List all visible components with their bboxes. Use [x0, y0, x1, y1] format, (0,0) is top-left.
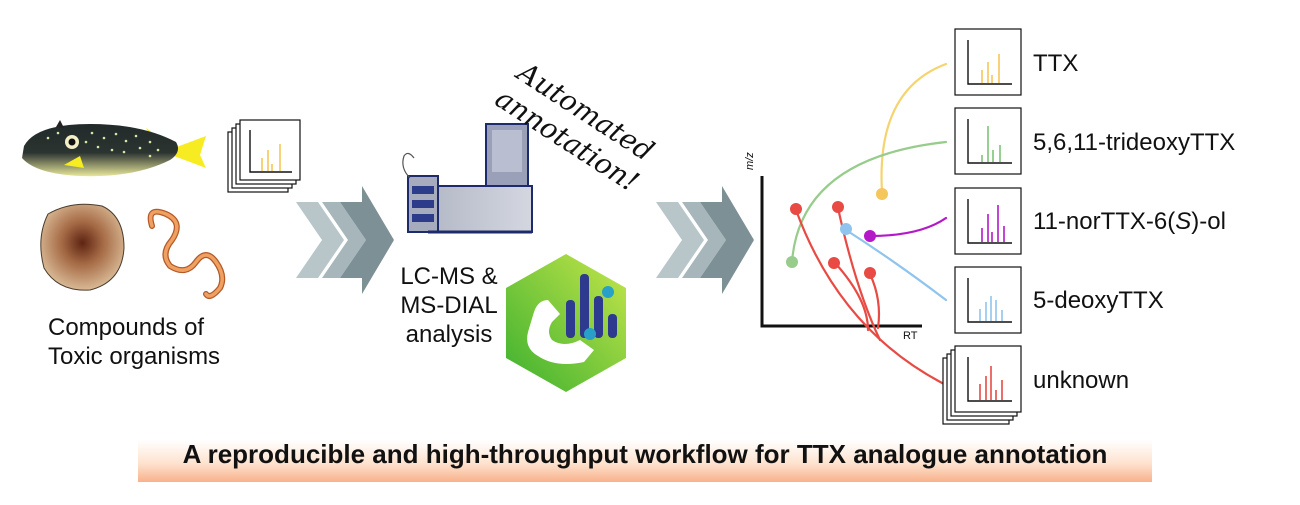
compound-label-deoxyttx: 5-deoxyTTX	[1033, 287, 1164, 314]
curve-norttx	[868, 216, 948, 238]
norttx-suffix: )-ol	[1191, 208, 1226, 235]
point-unknown-4	[864, 267, 876, 279]
annotation-curves	[790, 62, 948, 386]
norttx-italic: S	[1175, 208, 1192, 235]
organisms-label: Compounds of Toxic organisms	[48, 313, 220, 371]
organisms-label-line1: Compounds of	[48, 314, 205, 341]
feature-points	[786, 188, 888, 279]
point-unknown-3	[828, 257, 840, 269]
point-unknown-1	[790, 203, 802, 215]
process-arrow-2	[656, 186, 754, 294]
spectrum-box-deoxyttx	[954, 266, 1022, 334]
curve-unknown-3	[834, 262, 870, 332]
curve-deoxyttx	[844, 228, 948, 302]
organisms-label-line2: Toxic organisms	[48, 343, 221, 370]
msdial-logo-icon	[506, 254, 626, 392]
compound-label-unknown: unknown	[1033, 367, 1130, 394]
spectrum-stack-icon	[227, 119, 301, 193]
compound-label-trideoxyttx: 5,6,11-trideoxyTTX	[1033, 129, 1236, 156]
curve-ttx	[880, 62, 948, 194]
x-axis-label: RT	[903, 330, 918, 342]
norttx-prefix: 11-norTTX-6(	[1033, 208, 1176, 235]
y-axis-label: m/z	[744, 152, 756, 170]
point-norttx	[864, 230, 876, 242]
workflow-title: A reproducible and high-throughput workf…	[182, 439, 1108, 469]
retention-plot	[760, 176, 922, 328]
curve-trideoxyttx	[790, 140, 948, 264]
flatworm-icon	[40, 203, 125, 291]
point-unknown-2	[832, 201, 844, 213]
spectrum-stack-unknown	[942, 345, 1022, 425]
ribbon-worm-icon	[147, 208, 226, 299]
lcms-label: LC-MS & MS-DIAL analysis	[388, 262, 510, 349]
pufferfish-icon	[22, 120, 206, 177]
compound-label-ttx: TTX	[1033, 50, 1079, 77]
compound-label-norttx: 11-norTTX-6(S)-ol	[1033, 209, 1226, 235]
process-arrow-1	[296, 186, 394, 294]
spectrum-box-norttx	[954, 187, 1022, 255]
title-background	[138, 440, 1152, 482]
point-deoxyttx	[840, 223, 852, 235]
point-ttx	[876, 188, 888, 200]
spectrum-box-trideoxyttx	[954, 107, 1022, 175]
lcms-label-line2: MS-DIAL	[400, 292, 498, 319]
lcms-instrument-icon	[402, 123, 533, 234]
point-trideoxyttx	[786, 256, 798, 268]
curve-unknown-1	[794, 208, 946, 386]
lcms-label-line3: analysis	[405, 321, 493, 348]
spectrum-box-ttx	[954, 28, 1022, 96]
lcms-label-line1: LC-MS &	[400, 263, 498, 290]
